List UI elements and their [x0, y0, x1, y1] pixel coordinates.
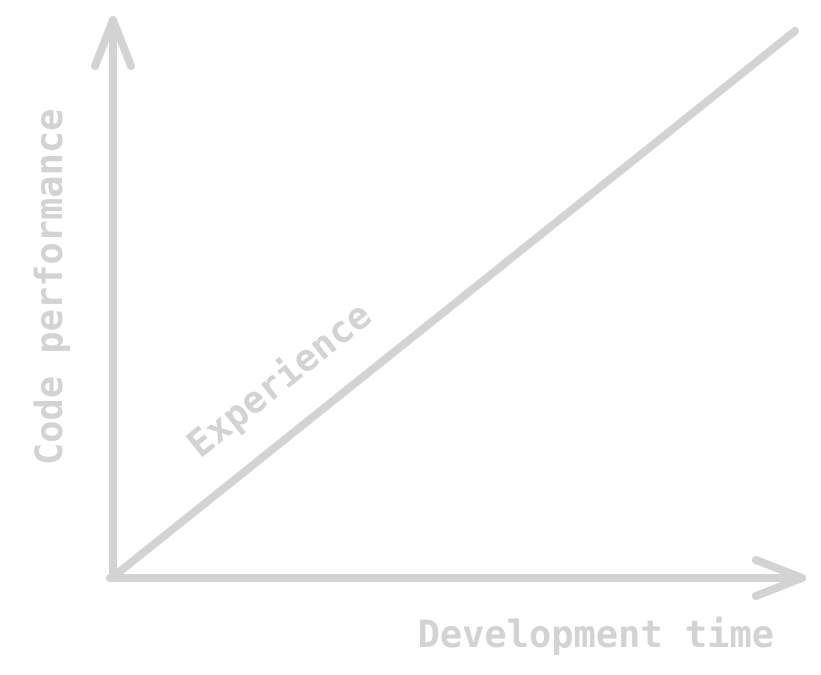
y-axis: [91, 16, 135, 582]
x-axis-arrowhead: [752, 556, 806, 600]
experience-line: [109, 27, 799, 581]
x-axis-label: Development time: [418, 613, 774, 656]
y-axis-label: Code performance: [28, 109, 71, 465]
x-axis: [106, 556, 806, 600]
y-axis-arrowhead: [91, 16, 135, 70]
